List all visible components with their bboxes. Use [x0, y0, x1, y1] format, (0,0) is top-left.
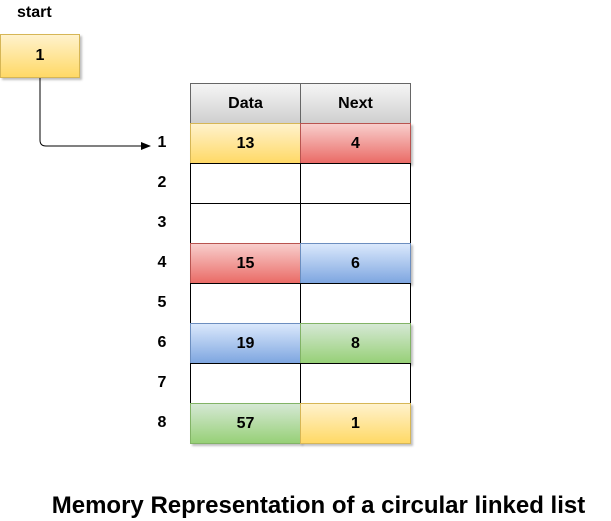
- data-cell-1: 13: [190, 123, 301, 164]
- next-cell-8: 1: [300, 403, 411, 444]
- data-cell-8: 57: [190, 403, 301, 444]
- row-index-3: 3: [157, 214, 167, 231]
- row-index-8: 8: [157, 414, 167, 431]
- next-cell-6: 8: [300, 323, 411, 364]
- header-data: Data: [190, 83, 301, 124]
- next-cell-3: [300, 203, 411, 244]
- start-pointer-box: 1: [0, 34, 80, 78]
- data-cell-5: [190, 283, 301, 324]
- row-index-2: 2: [157, 174, 167, 191]
- row-index-6: 6: [157, 334, 167, 351]
- row-index-7: 7: [157, 374, 167, 391]
- next-cell-2: [300, 163, 411, 204]
- data-cell-4: 15: [190, 243, 301, 284]
- row-index-1: 1: [157, 134, 167, 151]
- data-cell-6: 19: [190, 323, 301, 364]
- row-index-5: 5: [157, 294, 167, 311]
- header-next: Next: [300, 83, 411, 124]
- next-cell-7: [300, 363, 411, 404]
- data-cell-3: [190, 203, 301, 244]
- next-cell-1: 4: [300, 123, 411, 164]
- next-cell-4: 6: [300, 243, 411, 284]
- start-arrow-line: [39, 78, 151, 150]
- data-cell-7: [190, 363, 301, 404]
- row-index-4: 4: [157, 254, 167, 271]
- data-cell-2: [190, 163, 301, 204]
- diagram-caption: Memory Representation of a circular link…: [51, 492, 586, 519]
- start-label: start: [17, 4, 52, 21]
- next-cell-5: [300, 283, 411, 324]
